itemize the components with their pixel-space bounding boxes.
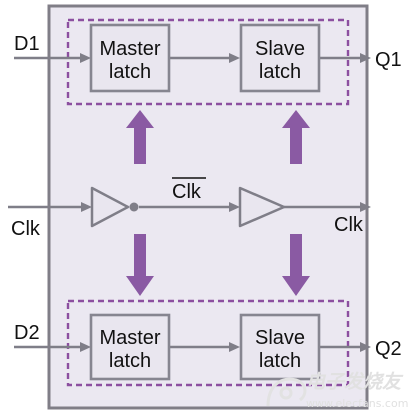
clk-to-top-slave-arrow (282, 110, 310, 164)
clk-bar-to-top-master-arrow (126, 110, 154, 164)
bottom-slave-latch-label-line1: Slave (255, 327, 305, 349)
top-slave-latch-box (239, 23, 321, 93)
top-master-to-slave-arrowhead (229, 53, 240, 63)
bottom-slave-latch-box (239, 313, 321, 381)
bottom-master-latch-label-line1: Master (99, 327, 160, 349)
q2-label: Q2 (375, 338, 402, 360)
d2-arrowhead (80, 342, 91, 352)
d2-label: D2 (14, 322, 40, 344)
top-master-latch-label-line1: Master (99, 38, 160, 60)
bottom-master-to-slave-arrowhead (229, 342, 240, 352)
clk-output-arrowhead (360, 202, 371, 212)
bottom-master-latch-box (89, 313, 171, 381)
q1-arrowhead (360, 53, 371, 63)
clk-bar-arrowhead (229, 202, 240, 212)
top-slave-latch-label-line2: latch (259, 61, 301, 83)
watermark-logo-dot-icon (279, 386, 293, 400)
clk-input-arrowhead (81, 202, 92, 212)
q2-arrowhead (360, 342, 371, 352)
d1-label: D1 (14, 33, 40, 55)
clk-output-label: Clk (334, 214, 364, 236)
clk-bar-to-bottom-master-arrow (126, 234, 154, 296)
top-master-latch-box (89, 23, 171, 93)
clock-buffer (238, 186, 286, 228)
inverter-bubble (129, 202, 139, 212)
clk-to-bottom-slave-arrow (282, 234, 310, 296)
top-master-latch-label-line2: latch (109, 61, 151, 83)
clk-input-label: Clk (11, 218, 41, 240)
d1-arrowhead (80, 53, 91, 63)
watermark-logo-icon (266, 377, 307, 407)
bottom-master-latch-label-line2: latch (109, 350, 151, 372)
bottom-latch-group (66, 299, 350, 387)
bottom-slave-latch-label-line2: latch (259, 350, 301, 372)
top-latch-group (66, 18, 350, 106)
q1-label: Q1 (375, 49, 402, 71)
clk-bar-label: Clk (172, 181, 202, 203)
watermark-brand-text: 电子发烧友 (306, 371, 404, 393)
watermark-url-text: www.elecfans.com (306, 397, 408, 410)
watermark: 电子发烧友 www.elecfans.com (266, 371, 408, 410)
inverter-buffer (90, 186, 130, 228)
top-slave-latch-label-line1: Slave (255, 38, 305, 60)
